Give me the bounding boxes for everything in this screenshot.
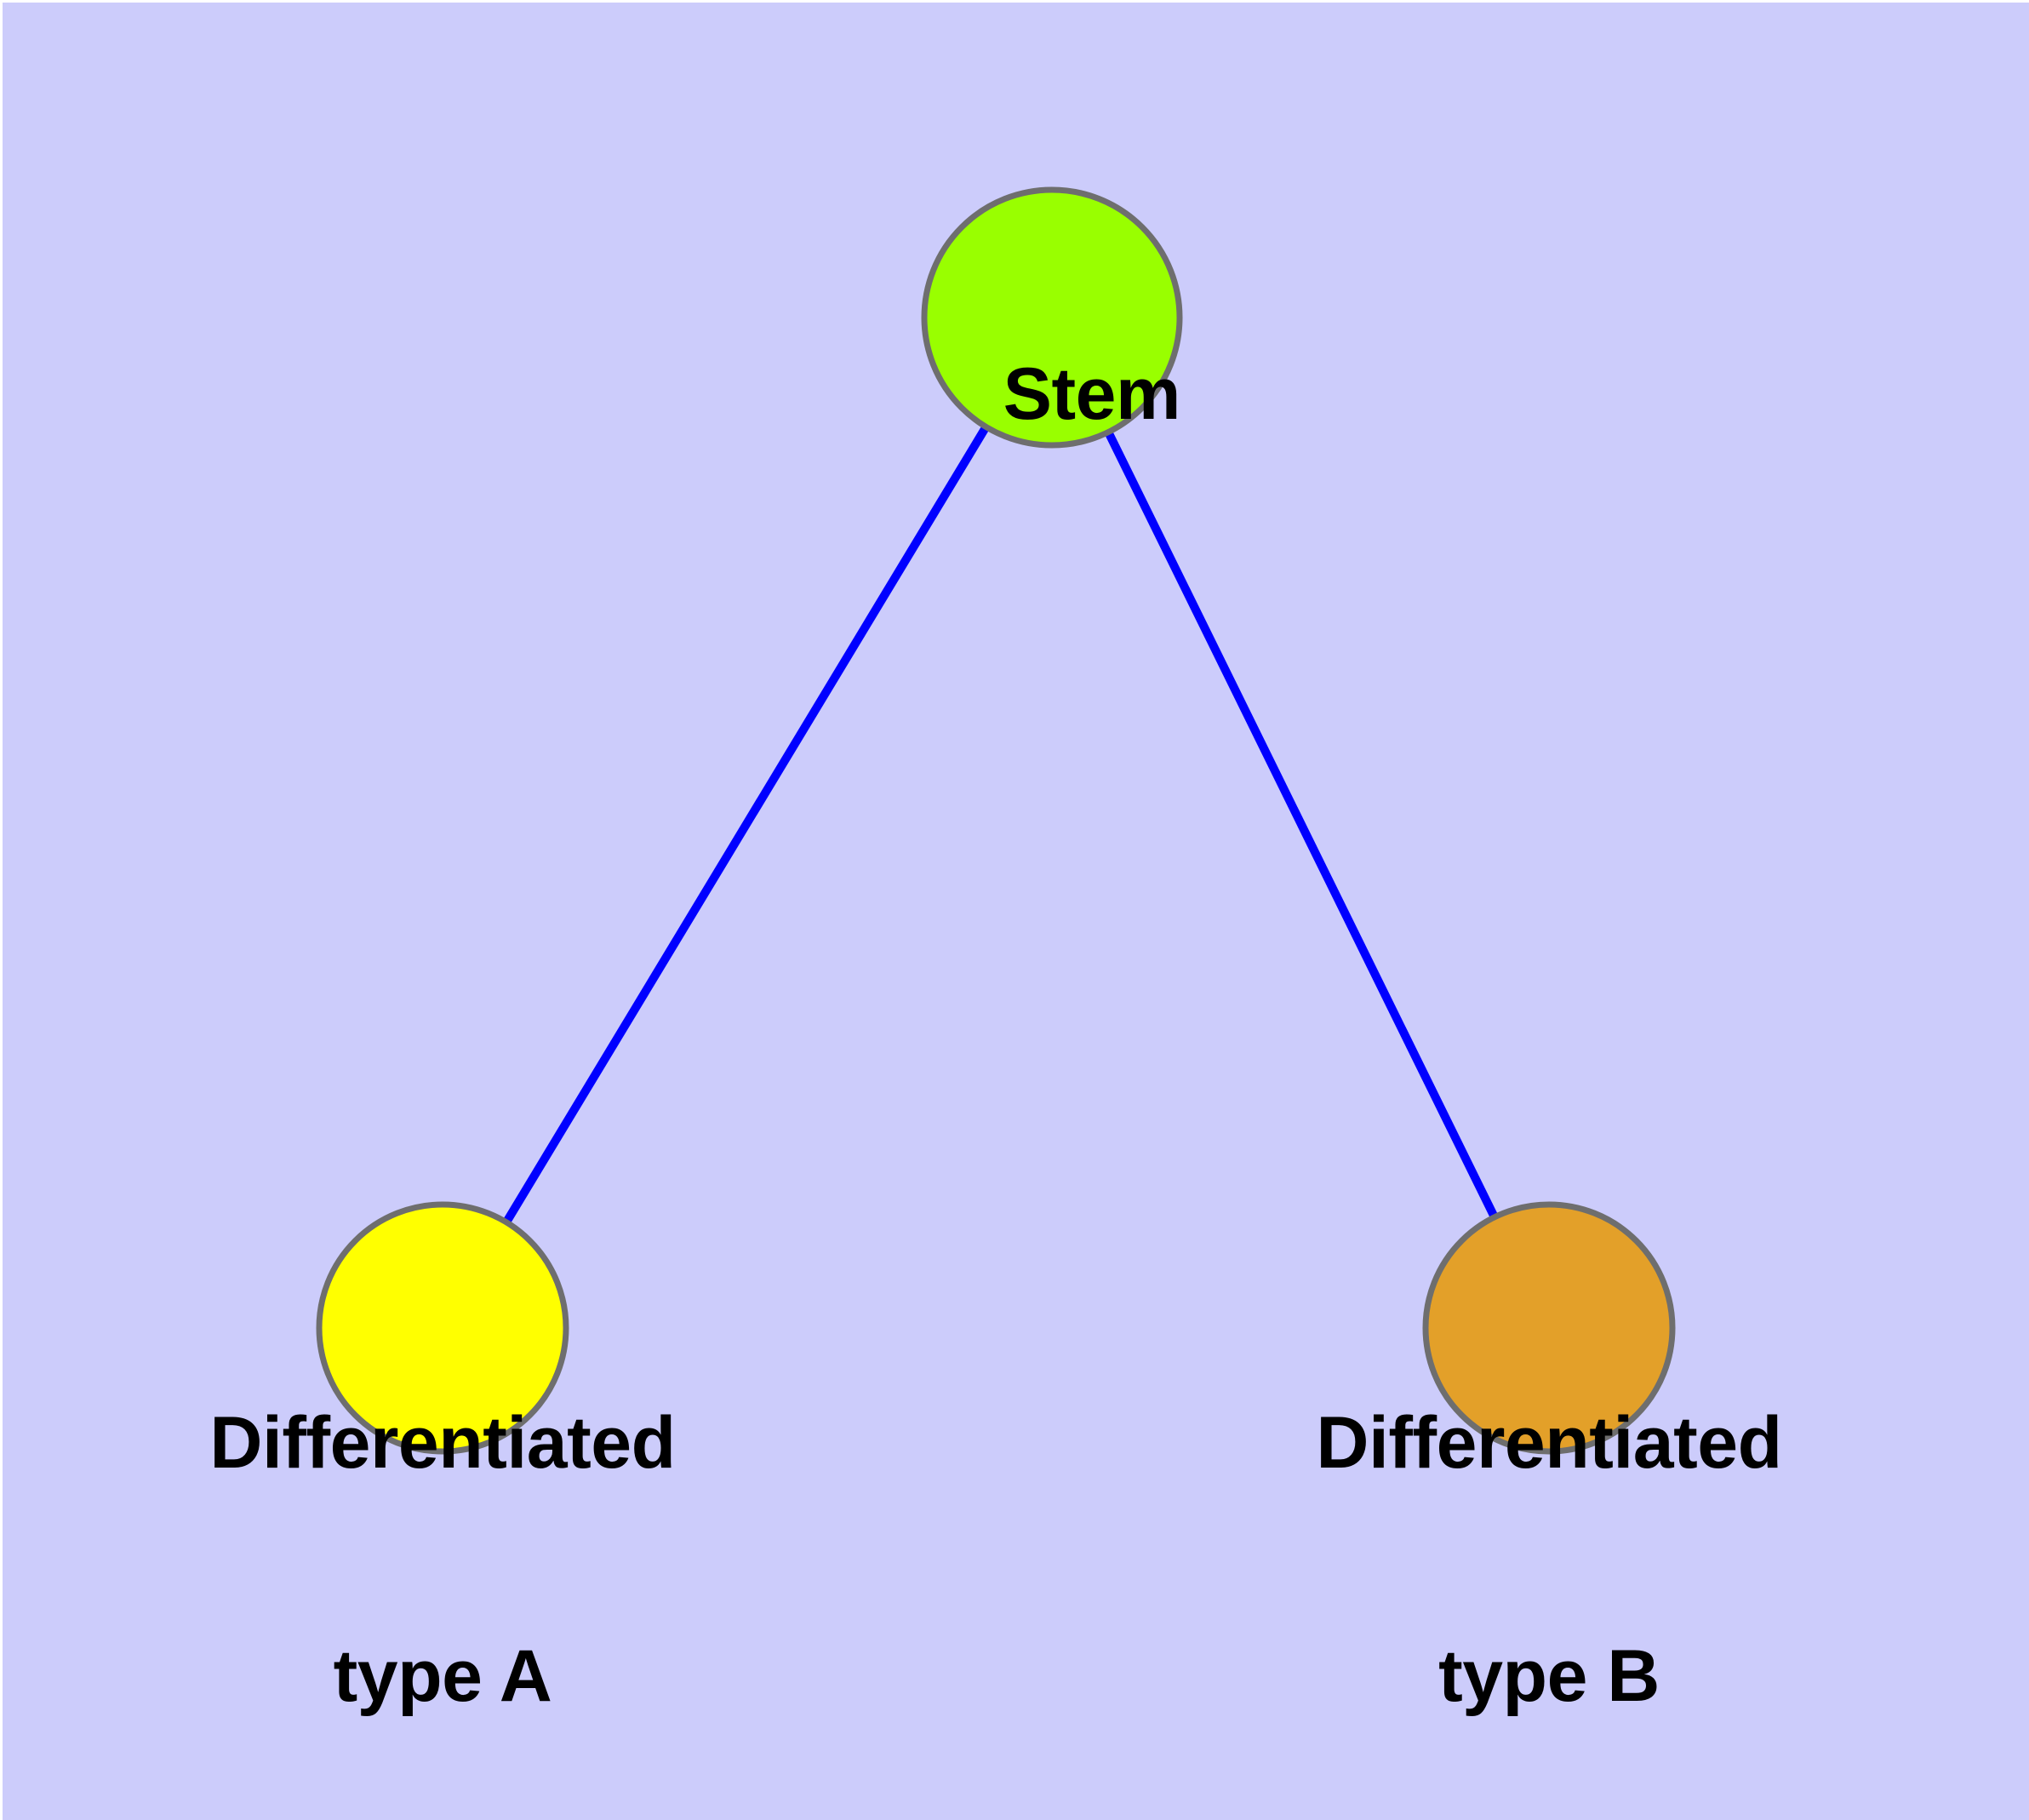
edge-stem-to-differentiated-type-a (438, 315, 1056, 1331)
edge-stem-to-differentiated-type-b (1048, 315, 1553, 1331)
node-layer (316, 186, 1676, 1455)
node-stem[interactable] (921, 186, 1183, 449)
node-differentiated-type-b[interactable] (1422, 1201, 1676, 1455)
node-differentiated-type-a[interactable] (316, 1201, 569, 1455)
edge-layer (438, 315, 1553, 1331)
